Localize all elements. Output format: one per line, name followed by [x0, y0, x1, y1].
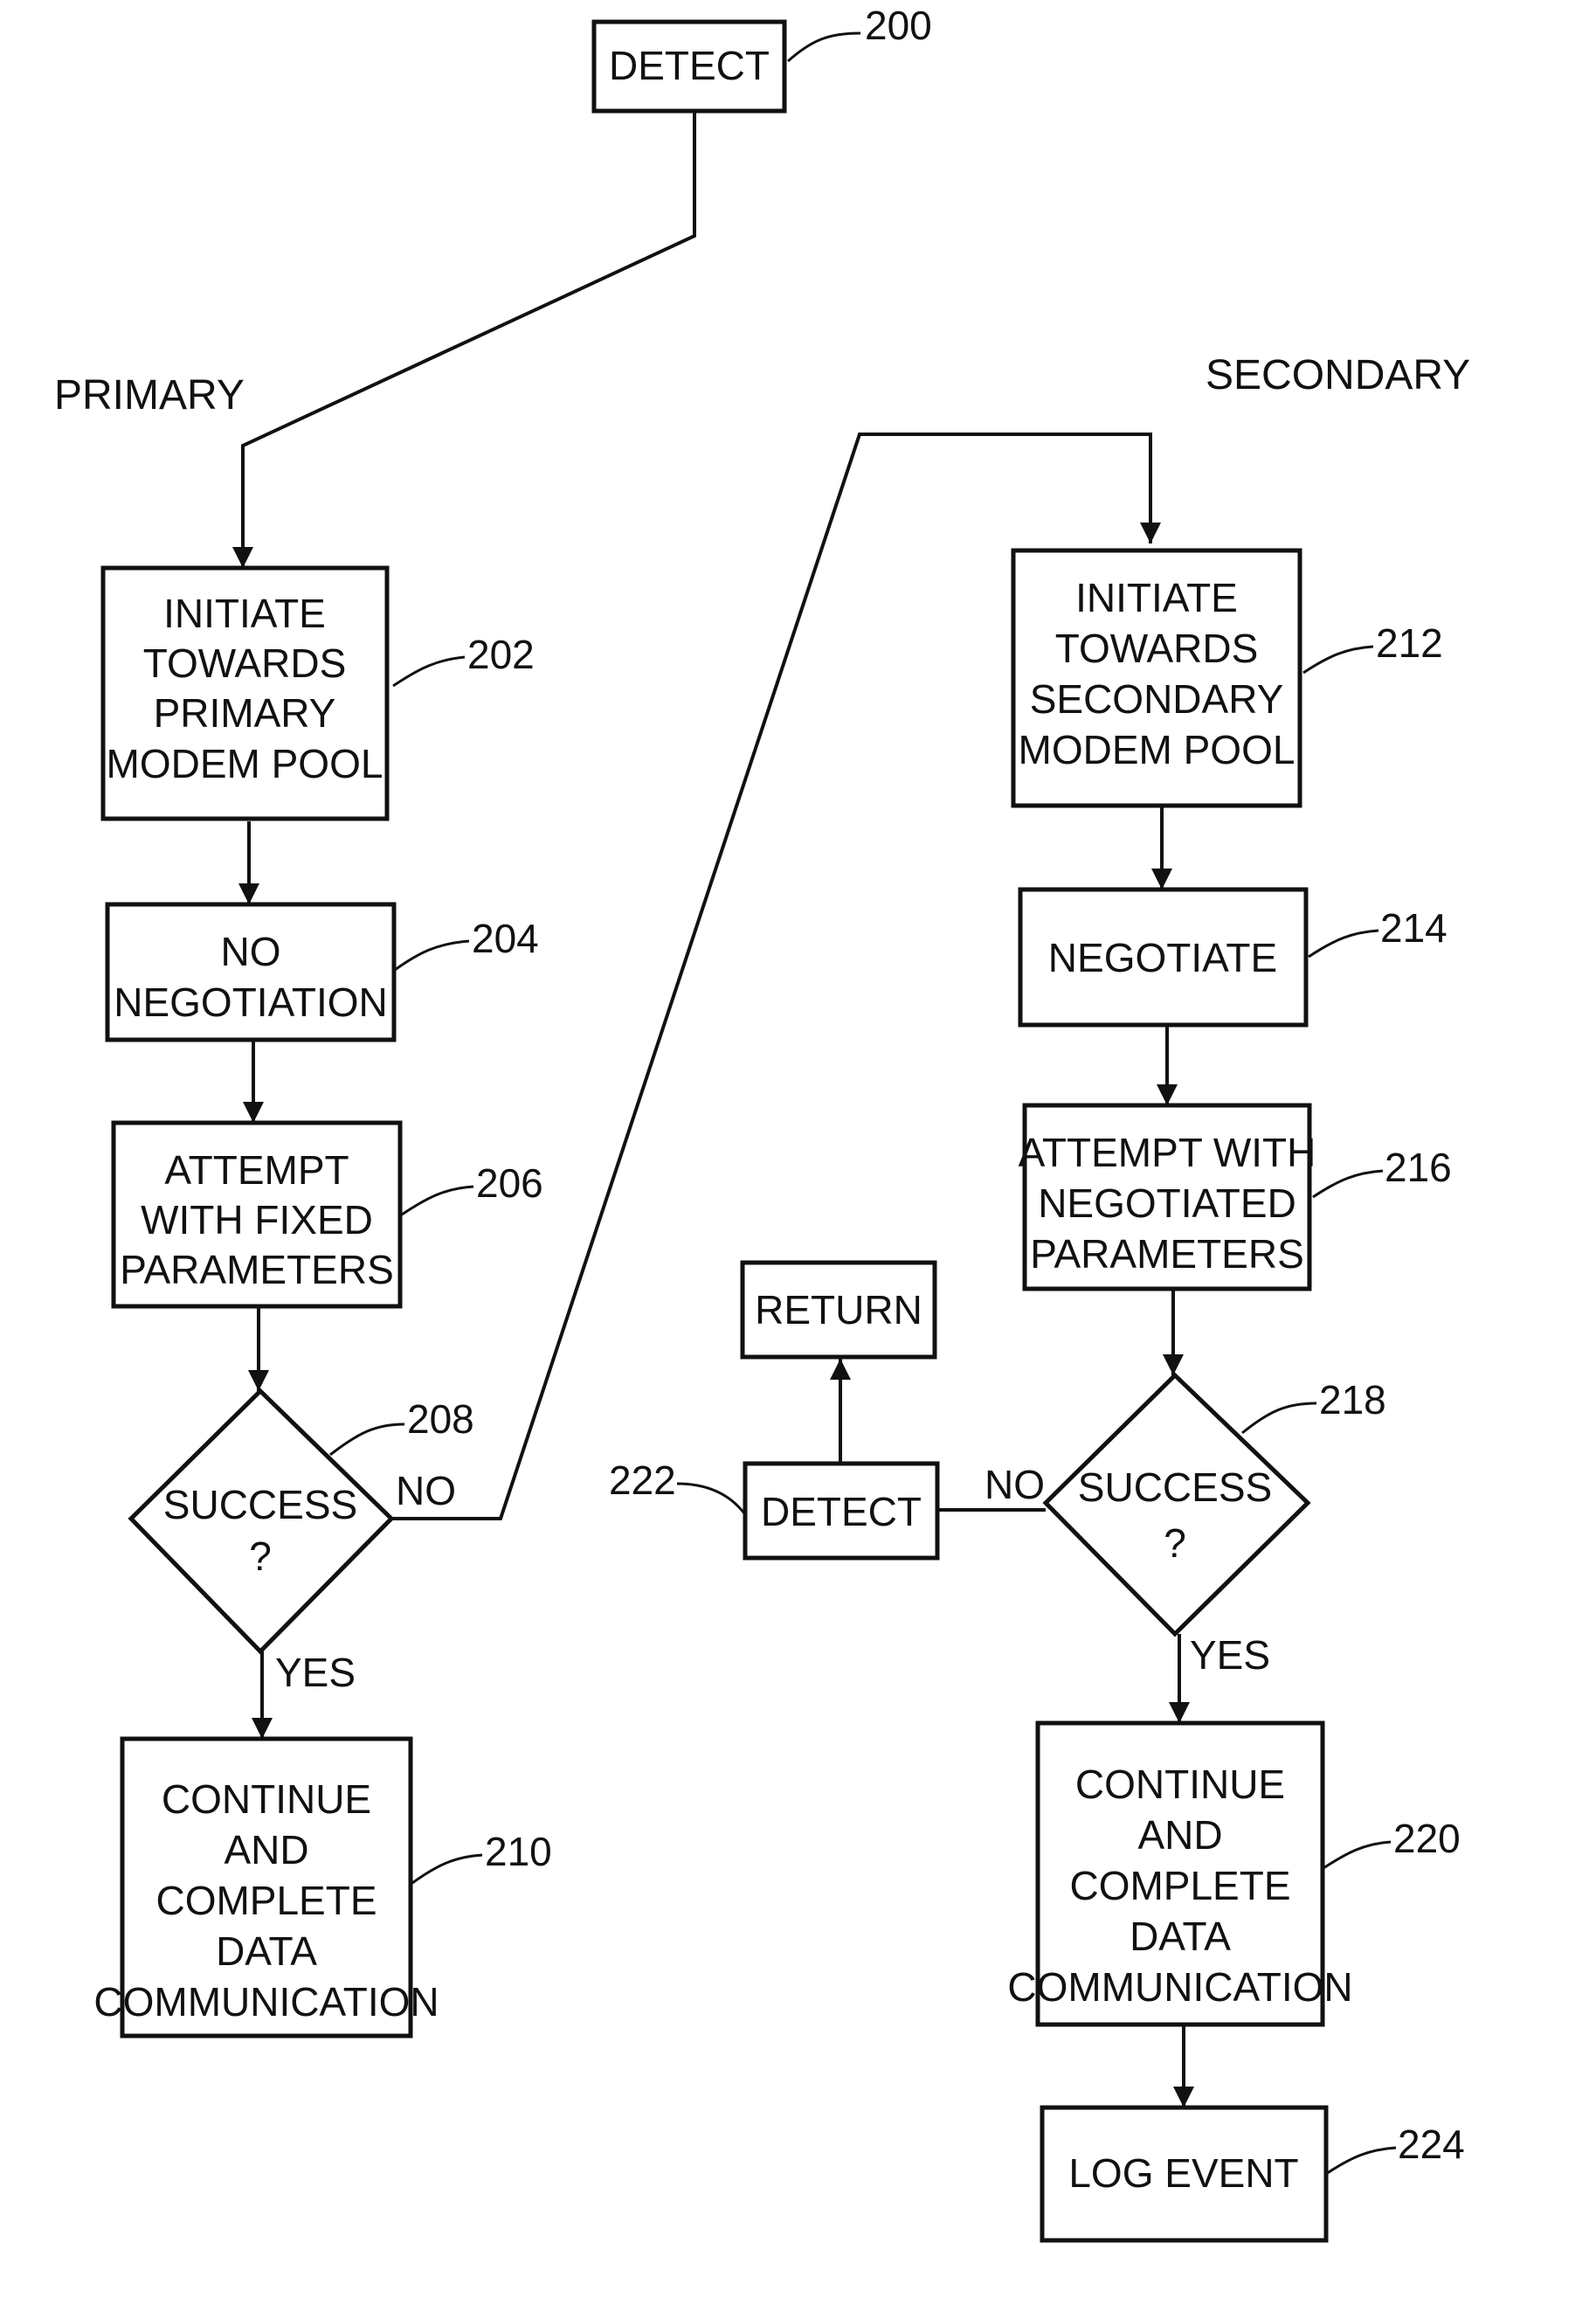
node-label: WITH FIXED [141, 1197, 373, 1243]
node-label: MODEM POOL [107, 741, 383, 786]
branch-label-no: NO [396, 1468, 456, 1513]
node-label: SUCCESS [1078, 1464, 1272, 1510]
leader-202 [393, 657, 465, 686]
leader-206 [402, 1187, 473, 1215]
branch-label-yes: YES [275, 1650, 356, 1695]
node-ref: 208 [407, 1396, 474, 1442]
node-initiate-secondary: INITIATE TOWARDS SECONDARY MODEM POOL 21… [1013, 550, 1443, 806]
node-label: TOWARDS [1055, 626, 1259, 671]
leader-208 [330, 1424, 404, 1455]
node-label: CONTINUE [162, 1776, 371, 1822]
node-label: NEGOTIATED [1038, 1180, 1296, 1226]
node-label: TOWARDS [143, 640, 347, 686]
node-label: SECONDARY [1030, 676, 1284, 722]
node-label: RETURN [755, 1287, 922, 1333]
edge-detect-to-initiate-primary [243, 111, 694, 568]
node-label: AND [1137, 1812, 1222, 1858]
node-return: RETURN [743, 1263, 935, 1357]
node-no-negotiation: NO NEGOTIATION 204 [107, 904, 539, 1040]
leader-204 [395, 941, 469, 970]
node-label: DETECT [609, 43, 770, 88]
node-label: ? [249, 1533, 272, 1579]
node-ref: 224 [1398, 2122, 1465, 2167]
node-label: DATA [216, 1928, 317, 1974]
node-label: PARAMETERS [120, 1247, 394, 1292]
node-label: COMMUNICATION [93, 1979, 439, 2025]
node-ref: 200 [865, 3, 932, 48]
node-continue-primary: CONTINUE AND COMPLETE DATA COMMUNICATION… [93, 1739, 551, 2036]
lane-label-secondary: SECONDARY [1206, 352, 1470, 398]
leader-214 [1309, 931, 1378, 957]
node-label: PARAMETERS [1030, 1231, 1304, 1277]
node-initiate-primary: INITIATE TOWARDS PRIMARY MODEM POOL 202 [103, 568, 535, 819]
node-attempt-negotiated: ATTEMPT WITH NEGOTIATED PARAMETERS 216 [1019, 1105, 1452, 1289]
node-detect-top: DETECT 200 [594, 3, 932, 111]
node-ref: 210 [485, 1829, 552, 1874]
node-log-event: LOG EVENT 224 [1042, 2108, 1465, 2240]
node-label: DETECT [761, 1489, 922, 1534]
node-label: COMPLETE [1069, 1863, 1290, 1908]
node-ref: 218 [1319, 1377, 1386, 1423]
node-label: INITIATE [163, 591, 326, 636]
node-success-secondary: SUCCESS ? 218 NO YES [985, 1375, 1386, 1678]
node-label: ATTEMPT [164, 1147, 349, 1193]
lane-label-primary: PRIMARY [54, 372, 245, 419]
node-label: NEGOTIATION [114, 979, 388, 1025]
node-success-primary: SUCCESS ? 208 NO YES [131, 1391, 474, 1695]
node-ref: 222 [609, 1457, 676, 1503]
node-continue-secondary: CONTINUE AND COMPLETE DATA COMMUNICATION… [1007, 1723, 1460, 2025]
leader-218 [1242, 1403, 1316, 1433]
node-ref: 214 [1380, 905, 1447, 951]
node-ref: 220 [1393, 1816, 1461, 1861]
node-negotiate: NEGOTIATE 214 [1020, 889, 1447, 1025]
leader-210 [412, 1855, 482, 1883]
node-ref: 202 [467, 632, 535, 677]
leader-216 [1313, 1171, 1383, 1197]
node-label: ATTEMPT WITH [1019, 1130, 1316, 1175]
leader-222 [677, 1484, 744, 1513]
node-ref: 212 [1376, 620, 1443, 666]
node-label: MODEM POOL [1019, 727, 1295, 772]
node-label: ? [1164, 1520, 1186, 1566]
node-label: LOG EVENT [1068, 2150, 1298, 2196]
node-ref: 204 [472, 916, 539, 961]
node-label: NEGOTIATE [1048, 935, 1277, 980]
node-label: PRIMARY [154, 690, 336, 736]
node-label: CONTINUE [1075, 1762, 1285, 1807]
node-ref: 216 [1385, 1145, 1452, 1190]
node-label: AND [224, 1827, 308, 1872]
branch-label-no: NO [985, 1462, 1045, 1507]
node-label: DATA [1130, 1914, 1231, 1959]
node-label: INITIATE [1075, 575, 1238, 620]
leader-220 [1321, 1842, 1391, 1870]
branch-label-yes: YES [1190, 1632, 1270, 1678]
leader-200 [788, 33, 860, 61]
node-label: SUCCESS [163, 1482, 357, 1527]
node-label: NO [221, 929, 281, 974]
node-attempt-fixed: ATTEMPT WITH FIXED PARAMETERS 206 [114, 1123, 543, 1306]
leader-212 [1303, 647, 1373, 673]
node-label: COMPLETE [155, 1878, 377, 1923]
node-label: COMMUNICATION [1007, 1964, 1352, 2010]
node-detect-secondary: DETECT 222 [609, 1457, 937, 1558]
leader-224 [1326, 2148, 1396, 2174]
node-ref: 206 [476, 1160, 543, 1206]
